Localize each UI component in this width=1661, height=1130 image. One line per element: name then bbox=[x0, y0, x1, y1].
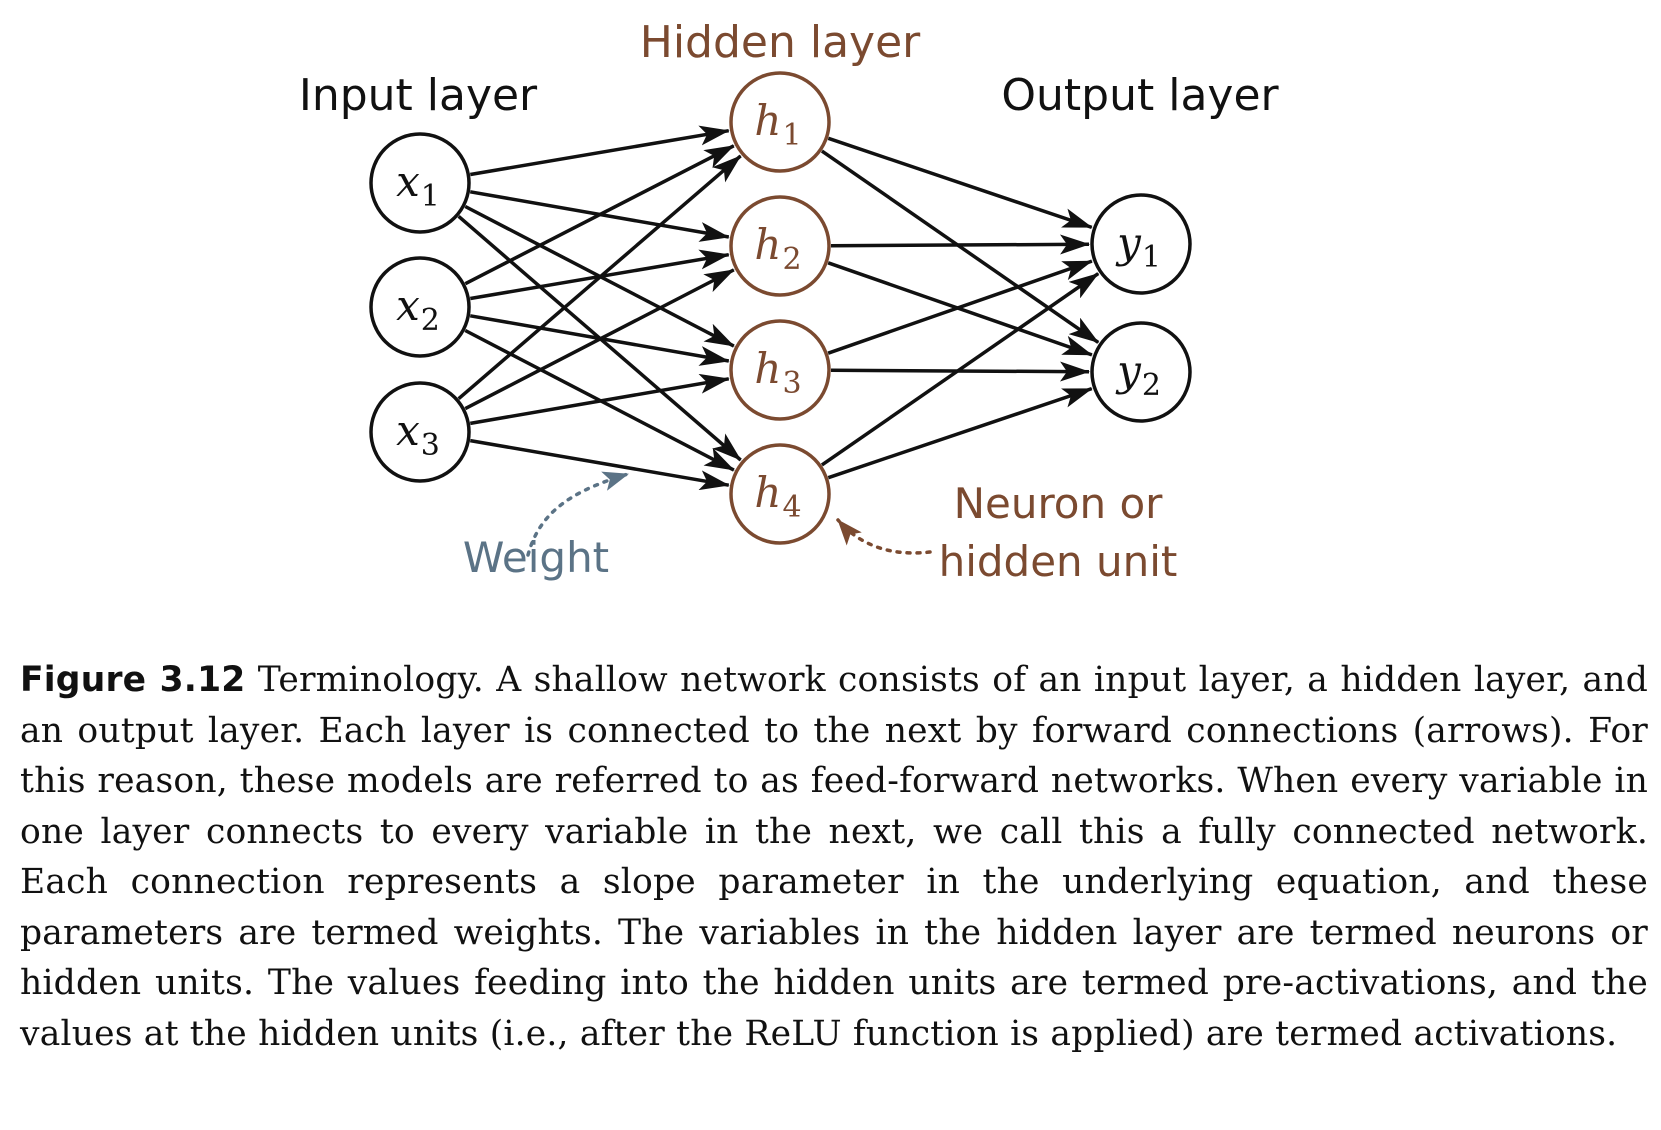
figure-number: Figure 3.12 bbox=[20, 660, 246, 700]
input-node-2-circle bbox=[369, 256, 471, 358]
hidden-node-3-circle bbox=[729, 319, 831, 421]
input-node-3: x3 bbox=[369, 381, 471, 483]
hidden-node-1-subscript: 1 bbox=[782, 118, 801, 153]
input-node-1-subscript: 1 bbox=[421, 179, 440, 214]
input-node-2-subscript: 2 bbox=[421, 303, 440, 338]
output-node-2: y2 bbox=[1090, 321, 1192, 423]
hidden-node-3-subscript: 3 bbox=[782, 366, 801, 401]
input-node-1-circle bbox=[369, 132, 471, 234]
hidden-node-4-circle bbox=[729, 443, 831, 545]
edge-x3-h1 bbox=[457, 154, 742, 401]
output-node-2-subscript: 2 bbox=[1142, 368, 1161, 403]
edge-x3-h2 bbox=[464, 268, 735, 411]
neuron-label-line1: Neuron or bbox=[954, 479, 1164, 528]
connection-arrows bbox=[457, 125, 1100, 491]
edge-x3-h3 bbox=[469, 373, 730, 426]
hidden-node-2: h2 bbox=[729, 195, 831, 297]
network-diagram: Input layer Hidden layer Output layer x1… bbox=[299, 17, 1280, 586]
input-node-2: x2 bbox=[369, 256, 471, 358]
hidden-node-3: h3 bbox=[729, 319, 831, 421]
input-node-1: x1 bbox=[369, 132, 471, 234]
weight-pointer-arrow bbox=[526, 471, 630, 557]
hidden-node-1-label: h1 bbox=[754, 96, 801, 153]
hidden-node-4: h4 bbox=[729, 443, 831, 545]
output-node-1-circle bbox=[1090, 193, 1192, 295]
output-node-1: y1 bbox=[1090, 193, 1192, 295]
hidden-node-2-circle bbox=[729, 195, 831, 297]
edge-x1-h1 bbox=[469, 125, 730, 177]
edge-x3-h4 bbox=[469, 438, 730, 491]
weight-label: Weight bbox=[463, 533, 609, 582]
neuron-pointer-arrow bbox=[836, 518, 932, 555]
hidden-node-1: h1 bbox=[729, 71, 831, 173]
edge-x2-h1 bbox=[464, 144, 735, 286]
neuron-label-line2: hidden unit bbox=[939, 537, 1178, 586]
edge-h4-y1 bbox=[820, 272, 1100, 467]
output-layer-label: Output layer bbox=[1001, 70, 1279, 121]
output-node-2-circle bbox=[1090, 321, 1192, 423]
hidden-node-4-subscript: 4 bbox=[782, 490, 801, 525]
caption-text: Terminology. A shallow network consists … bbox=[20, 660, 1648, 1054]
output-node-1-subscript: 1 bbox=[1142, 240, 1161, 275]
hidden-node-2-subscript: 2 bbox=[782, 242, 801, 277]
edge-h2-y1 bbox=[830, 234, 1091, 255]
input-node-3-subscript: 3 bbox=[421, 428, 440, 463]
edge-h1-y1 bbox=[827, 136, 1093, 230]
hidden-layer-label: Hidden layer bbox=[640, 17, 921, 68]
figure-caption: Figure 3.12 Terminology. A shallow netwo… bbox=[20, 655, 1648, 1059]
input-layer-label: Input layer bbox=[299, 70, 538, 121]
edge-h4-y2 bbox=[827, 386, 1093, 480]
edge-h3-y1 bbox=[827, 259, 1093, 355]
input-node-3-circle bbox=[369, 381, 471, 483]
hidden-node-1-circle bbox=[729, 71, 831, 173]
network-nodes: x1 x2 x3 h1 h2 h3 h4 y1 y2 bbox=[369, 71, 1192, 545]
